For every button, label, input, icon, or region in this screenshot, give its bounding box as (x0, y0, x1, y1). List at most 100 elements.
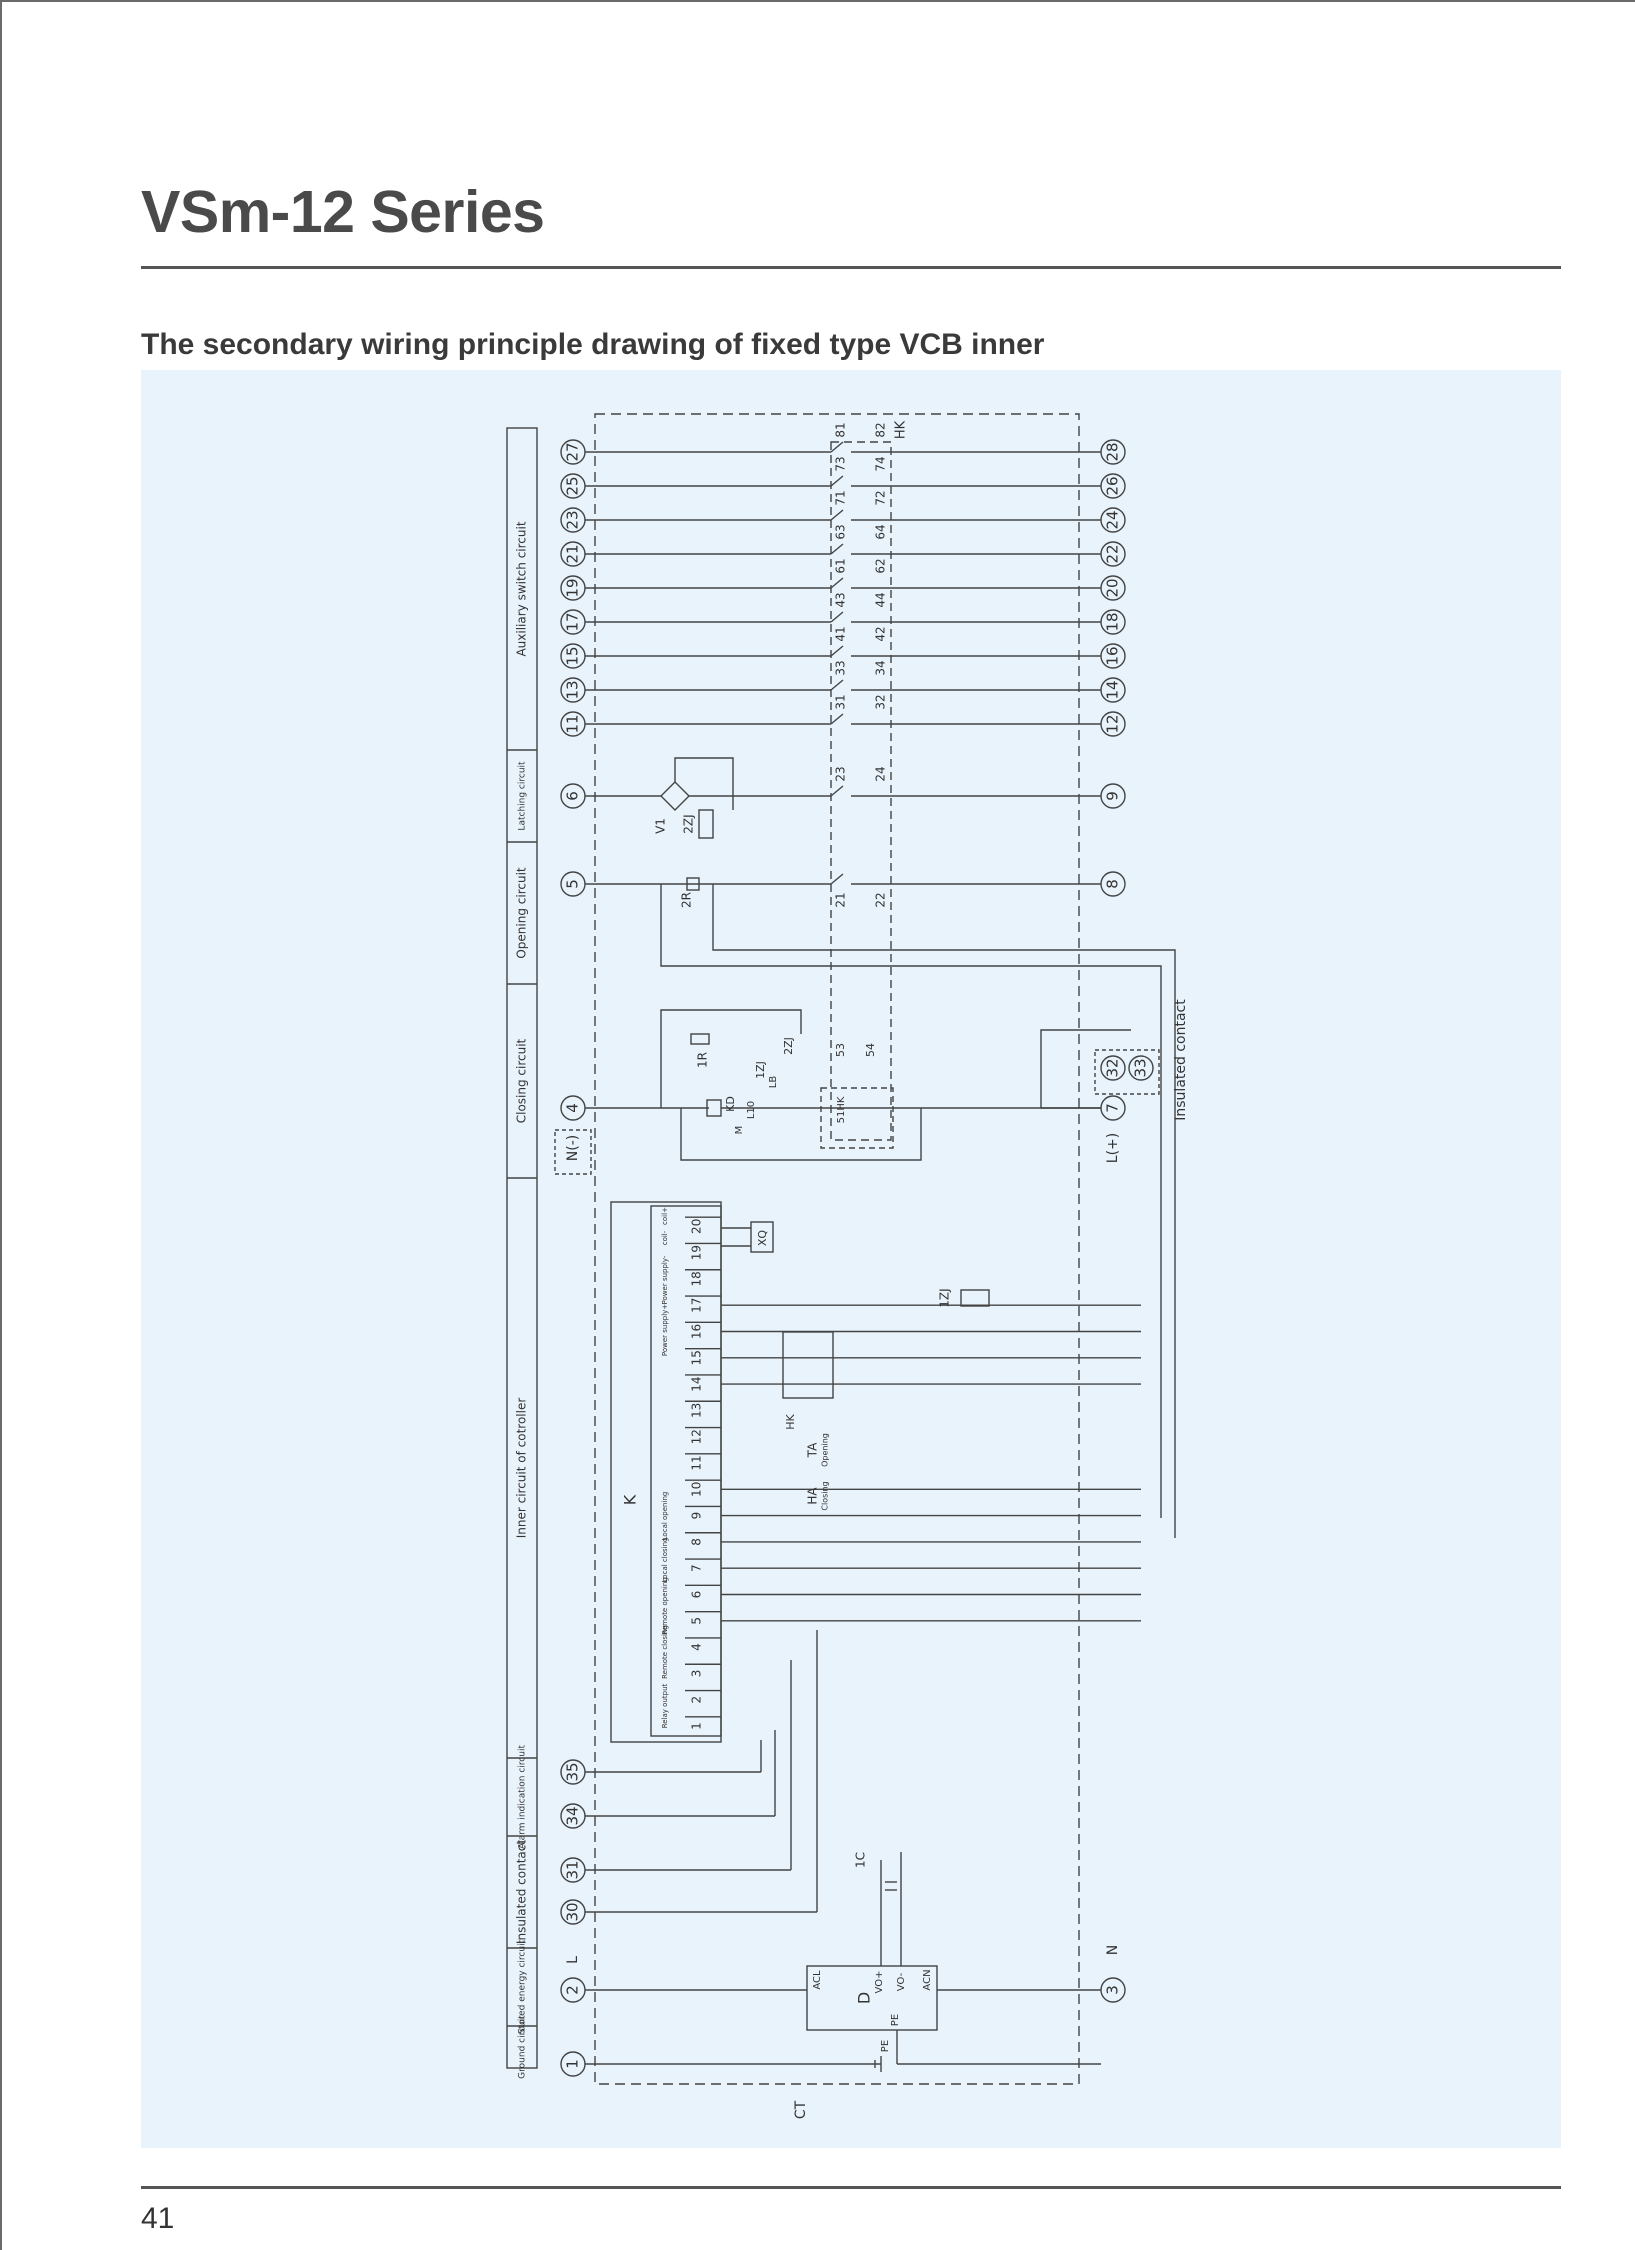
terminal-right-32: 32 (1104, 1058, 1122, 1077)
controller-pin-1: 1 (690, 1722, 704, 1730)
xq-label: XQ (756, 1230, 769, 1247)
controller-pin-8: 8 (690, 1538, 704, 1546)
terminal-left-13: 13 (564, 680, 582, 699)
close-contact-53: 53 (834, 1043, 847, 1057)
aux-contact-blade (830, 679, 844, 691)
controller-k-label: K (621, 1494, 640, 1505)
page-title: VSm-12 Series (141, 179, 545, 245)
switch-closing-label: Closing (821, 1481, 830, 1510)
r2-label: 2R (680, 892, 694, 908)
terminal-left-6: 6 (564, 791, 582, 801)
controller-pin-4: 4 (690, 1643, 704, 1651)
aux-pin-right: 74 (874, 456, 888, 471)
circuit-label-alarm: Alarm indication circuit (518, 1745, 528, 1849)
aux-contact-blade (830, 645, 844, 657)
controller-pin-5: 5 (690, 1617, 704, 1625)
aux-contact-blade (830, 577, 844, 589)
aux-pin-right: 42 (874, 626, 888, 641)
controller-function-label: Remote closing (661, 1625, 669, 1679)
aux-contact-blade (830, 509, 844, 521)
aux-contact-blade (830, 475, 844, 487)
circuit-label-insulated: Insulated contact (515, 1840, 529, 1944)
supply-n-label: N (1105, 1945, 1121, 1955)
controller-pin-3: 3 (690, 1670, 704, 1678)
terminal-left-15: 15 (564, 646, 582, 665)
hk-label: HK (894, 420, 909, 439)
terminal-left-11: 11 (564, 714, 582, 733)
close-wire (660, 1009, 802, 1108)
aux-pin-right: 44 (874, 592, 888, 607)
controller-function-label: Relay output (661, 1683, 669, 1728)
controller-pin-17: 17 (690, 1298, 704, 1313)
aux-contact-blade (830, 441, 844, 453)
aux-contact-blade (830, 611, 844, 623)
terminal-left-31: 31 (564, 1860, 582, 1879)
hk-box (830, 441, 892, 1141)
ct-label: CT (793, 2100, 809, 2119)
pe-label: PE (880, 2040, 891, 2052)
aux-pin-left: 61 (834, 558, 848, 573)
latch-contact-blade (830, 785, 844, 797)
aux-pin-right: 64 (874, 524, 888, 539)
controller-pin-11: 11 (690, 1455, 704, 1470)
d-pin-ACN: ACN (922, 1969, 933, 1990)
switch-hk-label: HK (784, 1413, 797, 1429)
terminal-left-17: 17 (564, 612, 582, 631)
aux-pin-left: 31 (834, 694, 848, 709)
circuit-label-inner: Inner circuit of cotroller (515, 1398, 529, 1539)
power-supply-d (806, 1965, 938, 2031)
terminal-right-12: 12 (1104, 714, 1122, 733)
insulated-contact-label: Insulated contact (1173, 999, 1189, 1121)
relay-1zj (960, 1289, 990, 1307)
zj1-label: 1ZJ (754, 1061, 767, 1079)
r1-label: 1R (696, 1052, 710, 1068)
d-pin-ACL: ACL (812, 1970, 823, 1990)
controller-pin-12: 12 (690, 1429, 704, 1444)
terminal-right-8: 8 (1104, 879, 1122, 889)
controller-pin-6: 6 (690, 1591, 704, 1599)
close-wire (680, 1108, 922, 1161)
close-supply-wire (1040, 1029, 1131, 1109)
terminal-right-16: 16 (1104, 646, 1122, 665)
enclosure-dashed (594, 413, 1080, 2085)
aux-pin-right: 32 (874, 694, 888, 709)
controller-pin-column (650, 1205, 722, 1737)
latch-contact-24: 24 (874, 766, 888, 781)
aux-pin-right: 82 (874, 422, 888, 437)
zj2-label-2: 2ZJ (782, 1037, 795, 1055)
aux-contact-blade (830, 713, 844, 725)
terminal-left-2: 2 (564, 1985, 582, 1995)
open-feed-wire-2 (712, 884, 1176, 1538)
terminal-left-19: 19 (564, 578, 582, 597)
aux-pin-right: 34 (874, 660, 888, 675)
kd-coil (706, 1099, 722, 1117)
open-feed-wire (660, 884, 1162, 1518)
terminal-right-22: 22 (1104, 544, 1122, 563)
terminal-left-30: 30 (564, 1902, 582, 1921)
resistor-2r (686, 877, 700, 891)
circuit-label-opening: Opening circuit (515, 867, 529, 959)
terminal-right-32-circle (1100, 1055, 1126, 1081)
aux-pin-left: 71 (834, 490, 848, 505)
controller-pin-7: 7 (690, 1564, 704, 1572)
circuit-label-ground: Ground circuit (518, 2015, 528, 2079)
d-pin-PE: PE (890, 2014, 901, 2026)
terminal-right-24: 24 (1104, 510, 1122, 529)
terminal-left-1: 1 (564, 2059, 582, 2069)
open-contact-blade (830, 873, 844, 885)
controller-pin-19: 19 (690, 1245, 704, 1260)
controller-pin-14: 14 (690, 1376, 704, 1391)
terminal-left-4: 4 (564, 1103, 582, 1113)
aux-pin-right: 62 (874, 558, 888, 573)
controller-function-label: Local closing (661, 1538, 669, 1583)
terminal-left-34: 34 (564, 1806, 582, 1825)
terminal-right-33: 33 (1132, 1058, 1150, 1077)
terminal-right-9: 9 (1104, 791, 1122, 801)
terminal-left-23: 23 (564, 510, 582, 529)
supply-pos-label: L(+) (1105, 1133, 1121, 1163)
controller-pin-13: 13 (690, 1403, 704, 1418)
controller-function-label: Power supply- (661, 1255, 669, 1304)
l10-label: L10 (746, 1101, 757, 1119)
